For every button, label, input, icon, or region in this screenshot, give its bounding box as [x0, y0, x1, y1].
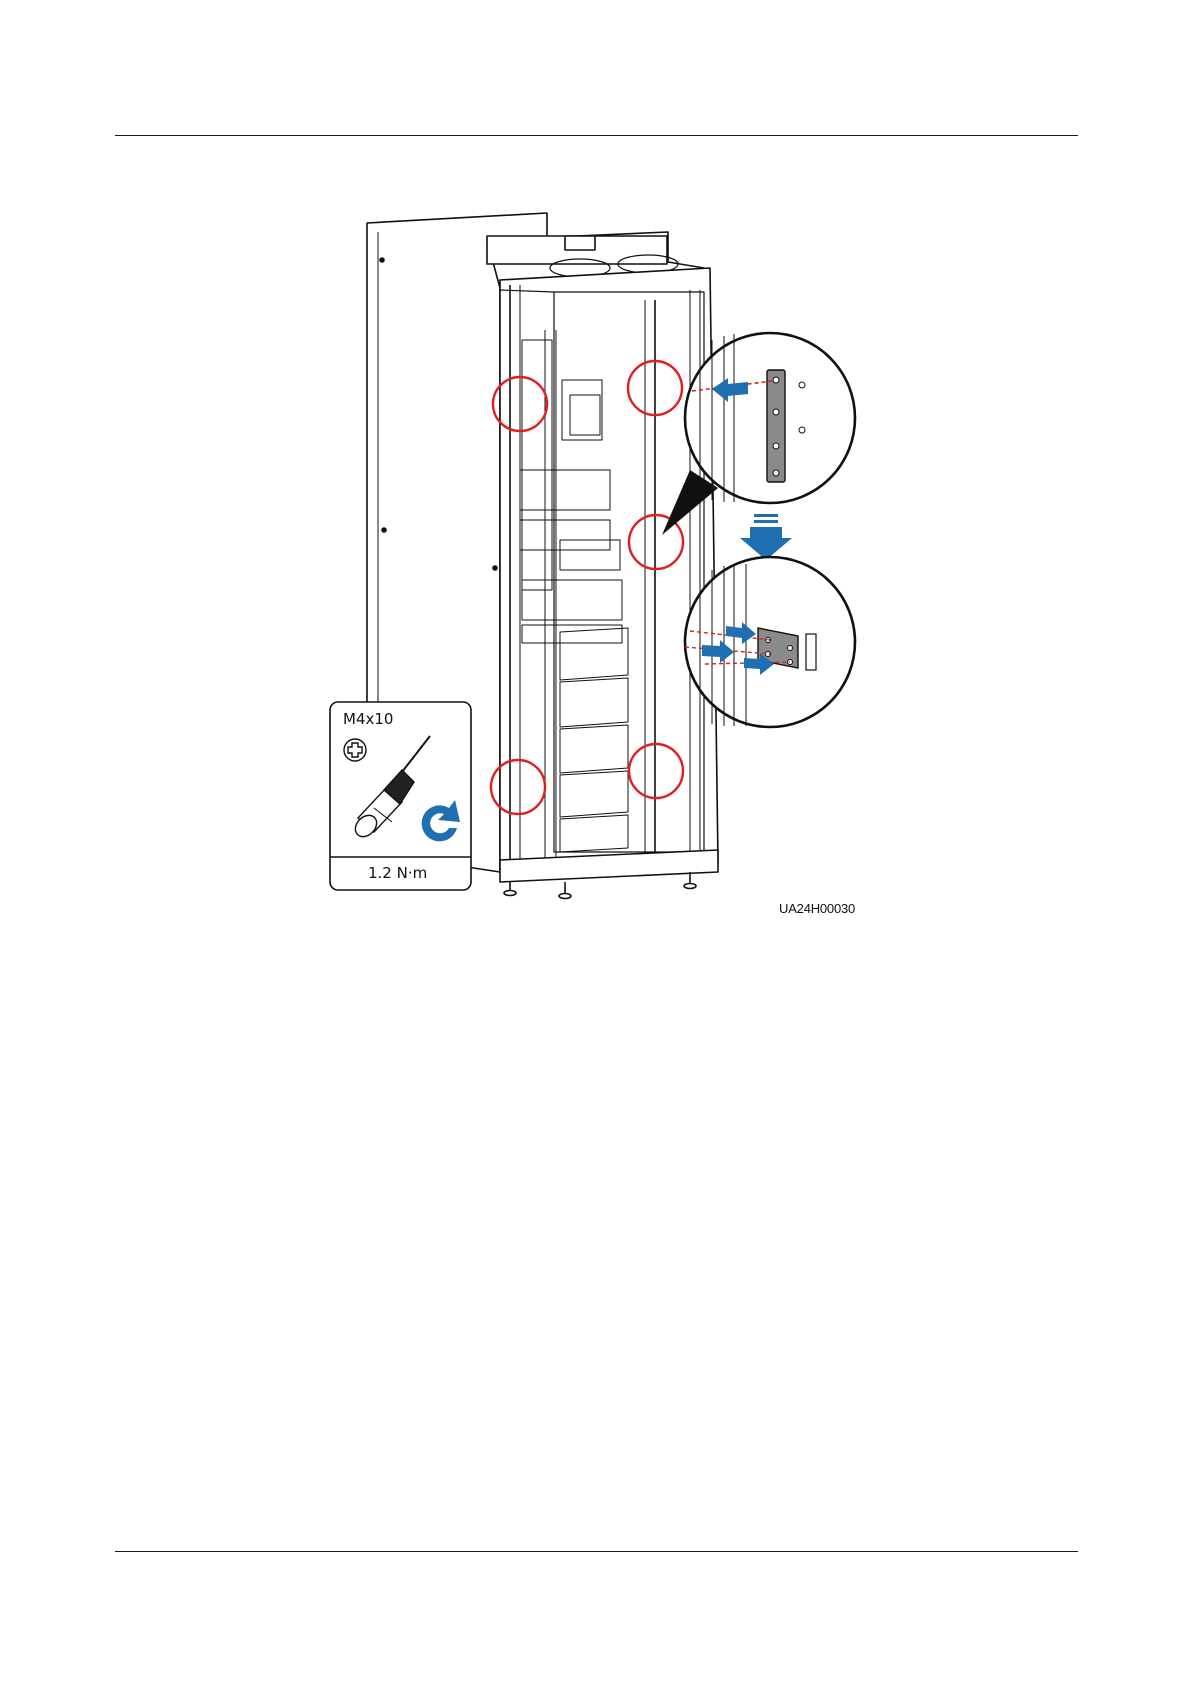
- remove-bracket-detail: [685, 333, 855, 503]
- torque-label: 1.2 N·m: [368, 864, 427, 882]
- cabinet-installation-figure: M4x10 1.2 N·m: [320, 200, 880, 920]
- tool-panel: M4x10 1.2 N·m: [330, 702, 471, 890]
- footer-rule: [115, 1551, 1078, 1552]
- screw-spec-label: M4x10: [343, 710, 393, 728]
- figure-id-label: UA24H00030: [779, 901, 855, 916]
- arrow-down-icon: [740, 514, 792, 560]
- header-rule: [115, 135, 1078, 136]
- install-bracket-detail: [685, 557, 855, 727]
